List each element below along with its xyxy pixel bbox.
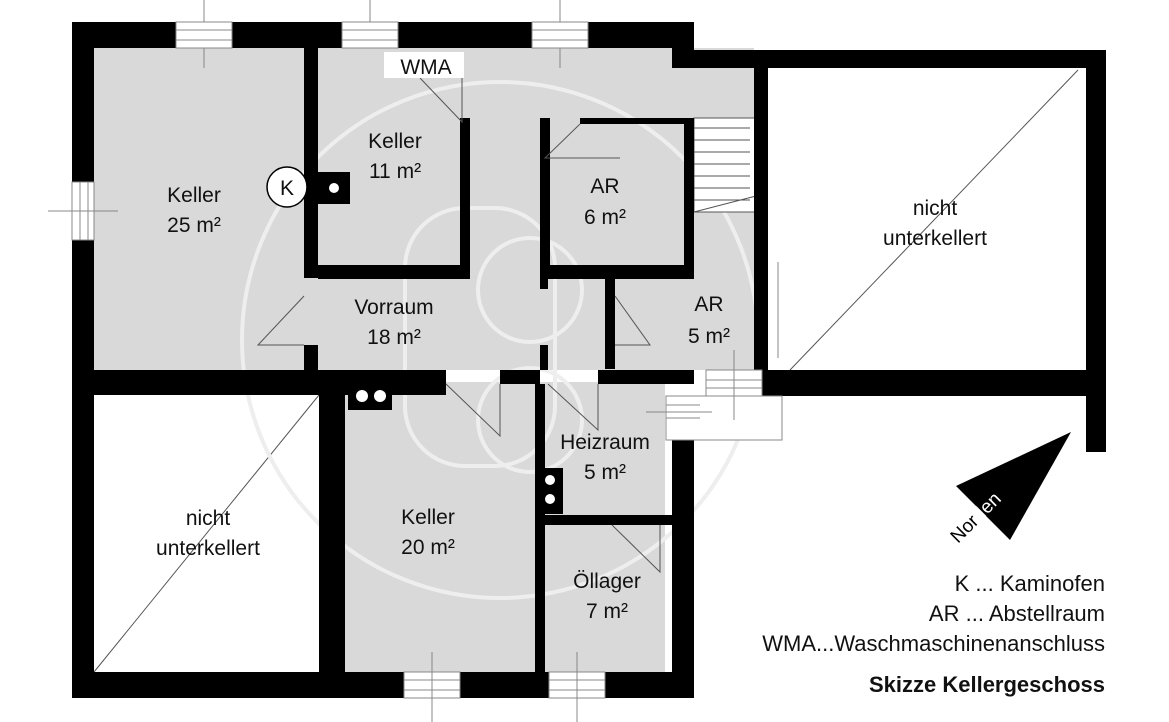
legend-kaminofen: K ... Kaminofen [955,571,1105,596]
chimney-symbols [318,172,563,514]
room-ar-6-name: AR [590,175,619,198]
room-vorraum-area: 18 m² [367,326,421,349]
room-keller-25-area: 25 m² [167,214,221,237]
stairs [693,117,757,213]
room-vorraum-name: Vorraum [354,296,433,319]
window-lines [48,0,779,722]
room-keller-11-name: Keller [368,130,422,153]
room-ar-5-area: 5 m² [688,325,730,348]
room-keller-20-area: 20 m² [401,536,455,559]
room-oellager-name: Öllager [573,570,641,593]
room-unexcavated-right-line2: unterkellert [883,227,987,250]
wma-marker-label: WMA [400,56,451,79]
plan-title: Skizze Kellergeschoss [869,672,1105,697]
legend-waschmaschine: WMA...Waschmaschinenanschluss [762,631,1105,656]
room-ar-5-name: AR [694,293,723,316]
room-unexcavated-right-line1: nicht [913,197,958,220]
room-oellager-area: 7 m² [586,600,628,623]
room-keller-20-name: Keller [401,506,455,529]
floor-areas [94,48,754,672]
unexcavated-areas [93,68,1086,673]
kaminofen-marker: K [266,166,308,208]
room-ar-6-area: 6 m² [584,206,626,229]
north-arrow: Norden [947,432,1071,548]
room-labels: Keller 25 m² Keller 11 m² AR 6 m² Vorrau… [156,130,987,623]
room-unexcavated-left-line1: nicht [186,507,231,530]
room-keller-25-name: Keller [167,184,221,207]
legend-abstellraum: AR ... Abstellraum [929,601,1105,626]
room-keller-11-area: 11 m² [369,160,421,183]
room-unexcavated-left-line2: unterkellert [156,537,260,560]
kaminofen-marker-label: K [280,177,294,200]
legend: K ... Kaminofen AR ... Abstellraum WMA..… [762,571,1105,656]
door-swings [256,75,661,574]
room-heizraum-area: 5 m² [584,461,626,484]
room-heizraum-name: Heizraum [560,431,650,454]
